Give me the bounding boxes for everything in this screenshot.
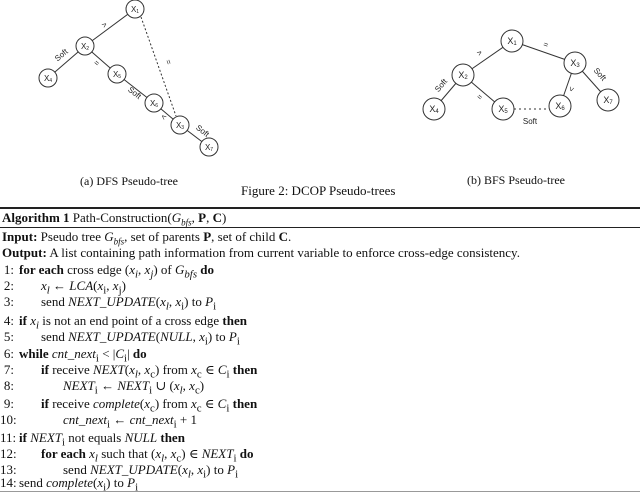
algo-line-1: 1:for each cross edge (xi, xj) of Gbfs d…: [3, 262, 215, 281]
svg-text:=: =: [475, 92, 485, 102]
node-x4: X4: [44, 74, 52, 84]
subfigure-a-caption: (a) DFS Pseudo-tree: [80, 174, 178, 188]
algo-line-6: 6:while cnt_nexti < |Ci| do: [3, 346, 147, 365]
svg-text:=: =: [92, 58, 102, 68]
algo-line-3: 3:send NEXT_UPDATE(xl, xi) to Pi: [3, 294, 217, 313]
figure-caption: Figure 2: DCOP Pseudo-trees: [241, 183, 396, 198]
svg-text:>: >: [475, 48, 484, 58]
svg-text:=: =: [163, 58, 173, 66]
algo-line-10: 10:cnt_nexti ← cnt_nexti + 1: [0, 412, 197, 431]
input-label: Input:: [2, 229, 38, 244]
svg-text:X7: X7: [603, 95, 613, 106]
algorithm-top-rule: [0, 207, 640, 209]
figure-dcop-pseudo-trees: X1 X2 X4 X5 X6 X3 X7 > Soft = Soft < Sof…: [0, 0, 640, 200]
algorithm-number: Algorithm 1: [2, 210, 70, 225]
algorithm-bottom-rule: [0, 491, 640, 492]
pseudo-tree-diagrams: X1 X2 X4 X5 X6 X3 X7 > Soft = Soft < Sof…: [38, 0, 620, 157]
subfigure-b-caption: (b) BFS Pseudo-tree: [467, 173, 565, 187]
algorithm-title: Algorithm 1 Path-Construction(Gbfs, P, C…: [2, 210, 227, 228]
svg-text:<: <: [159, 112, 169, 122]
algorithm-input: Input: Pseudo tree Gbfs, set of parents …: [2, 229, 292, 247]
algo-line-11: 11:if NEXTi not equals NULL then: [0, 430, 185, 449]
algo-line-8: 8:NEXTi ← NEXTi ∪ (xl, xc): [3, 378, 205, 397]
node-x6: X6: [150, 99, 158, 109]
node-x2: X2: [81, 42, 89, 52]
svg-text:>: >: [100, 20, 109, 30]
node-x1: X1: [131, 5, 139, 15]
algo-line-2: 2:xl ← LCA(xi, xj): [3, 278, 126, 297]
output-text: A list containing path information from …: [46, 245, 520, 260]
algo-line-7: 7:if receive NEXT(xl, xc) from xc ∈ Ci t…: [3, 362, 258, 381]
svg-text:X5: X5: [498, 104, 508, 115]
svg-text:X2: X2: [458, 70, 468, 81]
algo-line-12: 12:for each xl such that (xl, xc) ∈ NEXT…: [0, 446, 254, 465]
svg-text:Soft: Soft: [126, 85, 143, 101]
algo-line-13: 13:send NEXT_UPDATE(xl, xi) to Pi: [0, 462, 239, 481]
svg-text:<: <: [567, 85, 577, 93]
algorithm-output: Output: A list containing path informati…: [2, 245, 520, 261]
algo-line-5: 5:send NEXT_UPDATE(NULL, xi) to Pi: [3, 329, 240, 348]
svg-text:X3: X3: [570, 58, 580, 69]
svg-text:Soft: Soft: [194, 123, 211, 139]
output-label: Output:: [2, 245, 47, 260]
algo-line-4: 4:if xi is not an end point of a cross e…: [3, 313, 247, 332]
svg-text:X4: X4: [429, 104, 439, 115]
svg-text:X1: X1: [507, 36, 517, 47]
algorithm-header-rule: [0, 227, 640, 228]
algo-line-14: 14:send complete(xi) to Pi: [0, 475, 139, 494]
algorithm-name: Path-Construction(: [72, 210, 172, 225]
svg-text:=: =: [542, 40, 550, 50]
svg-text:Soft: Soft: [433, 76, 450, 93]
node-x7: X7: [205, 143, 213, 153]
svg-text:Soft: Soft: [592, 66, 609, 83]
svg-text:Soft: Soft: [523, 117, 538, 126]
svg-text:X6: X6: [555, 101, 565, 112]
node-x5: X5: [113, 70, 121, 80]
algo-line-9: 9:if receive complete(xc) from xc ∈ Ci t…: [3, 396, 258, 415]
node-x3: X3: [176, 121, 184, 131]
